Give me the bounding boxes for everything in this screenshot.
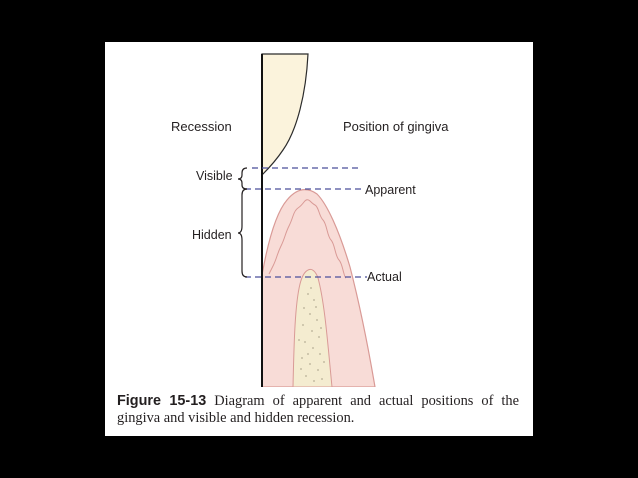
gingiva-position-header: Position of gingiva [343, 119, 449, 134]
slide-figure: Recession Position of gingiva Visible Hi… [105, 42, 533, 436]
figure-number: Figure 15-13 [117, 393, 207, 409]
visible-brace [237, 167, 248, 190]
actual-position-label: Actual [367, 270, 402, 284]
sulcus-epithelium [268, 199, 347, 279]
figure-caption: Figure 15-13 Diagram of apparent and act… [117, 393, 519, 427]
figure-caption-text: Diagram of apparent and actual positions… [117, 393, 519, 426]
recession-header: Recession [171, 119, 232, 134]
visible-recession-label: Visible [196, 169, 233, 183]
bone-trabecular-pattern [298, 287, 325, 382]
apparent-position-label: Apparent [365, 183, 416, 197]
gingival-recession-diagram: Recession Position of gingiva Visible Hi… [171, 53, 449, 387]
hidden-brace [237, 188, 248, 278]
tooth-enamel [261, 53, 309, 177]
hidden-recession-label: Hidden [192, 228, 232, 242]
